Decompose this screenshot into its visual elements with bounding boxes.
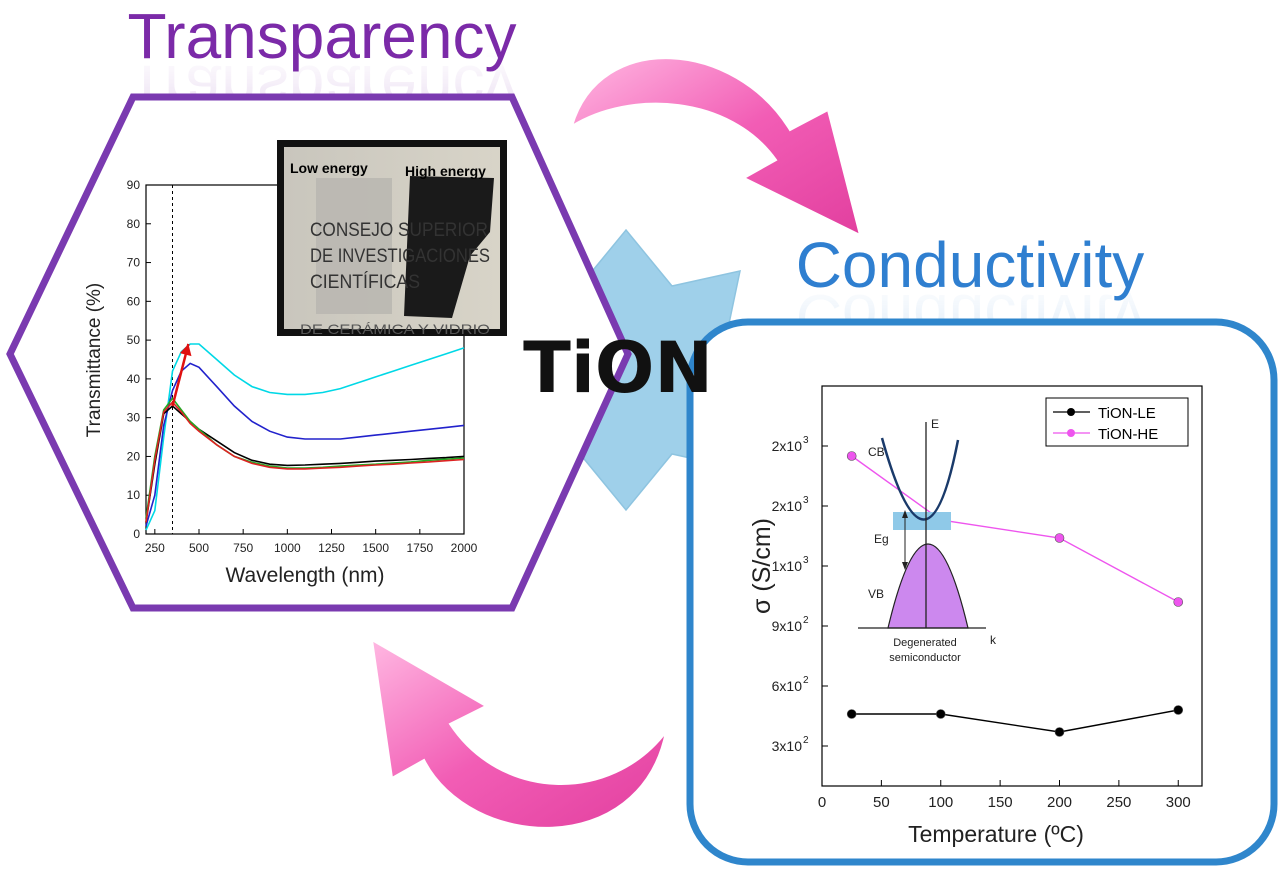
conductivity-heading: Conductivity	[796, 229, 1145, 301]
arrow-bottom-left	[370, 638, 667, 829]
photo-text-line-2: DE INVESTIGACIONES	[310, 246, 490, 267]
transmittance-ylabel: Transmittance (%)	[84, 283, 105, 438]
conductivity-ytick-exponent: 2	[803, 675, 809, 686]
transparency-heading: Transparency	[128, 0, 517, 72]
photo-text-line-1: CONSEJO SUPERIOR	[310, 220, 488, 241]
conductivity-ytick-exponent: 2	[803, 735, 809, 746]
low-energy-film	[316, 178, 392, 314]
conductivity-plot-frame	[821, 385, 1203, 787]
legend-marker-he	[1067, 429, 1075, 437]
transmittance-series-1	[145, 362, 465, 527]
conductivity-ytick-exponent: 3	[803, 495, 809, 506]
conductivity-point-le	[1054, 727, 1065, 737]
band-label-k: k	[990, 633, 997, 647]
conductivity-point-he	[1173, 597, 1184, 607]
band-label-cb: CB	[868, 445, 885, 459]
conductivity-xlabel: Temperature (ºC)	[908, 821, 1084, 847]
high-energy-film	[404, 176, 494, 318]
transmittance-series-3	[145, 396, 465, 519]
legend-label-le: TiON-LE	[1098, 405, 1156, 422]
conductivity-xtick-label: 300	[1166, 794, 1191, 811]
conductivity-series-le	[851, 709, 1179, 733]
conductivity-ytick-label: 1x10	[772, 558, 803, 574]
photo-text-line-3: CIENTÍFICAS	[310, 272, 420, 293]
transmittance-ytick-label: 30	[127, 411, 141, 425]
transmittance-xtick-label: 1250	[318, 541, 345, 555]
conductivity-ytick-exponent: 3	[803, 555, 809, 566]
transmittance-xtick-label: 1000	[274, 541, 301, 555]
bandgap-arrowhead-bottom	[902, 562, 908, 570]
transmittance-ytick-label: 20	[127, 449, 141, 463]
transmittance-xtick-label: 1750	[406, 541, 433, 555]
transmittance-xtick-label: 750	[233, 541, 253, 555]
legend-label-he: TiON-HE	[1098, 426, 1158, 443]
sample-photo-inset: Low energy High energy CONSEJO SUPERIOR …	[277, 140, 507, 337]
conductivity-xtick-label: 100	[928, 794, 953, 811]
photo-label-low-energy: Low energy	[290, 160, 368, 176]
conductivity-xtick-label: 150	[988, 794, 1013, 811]
red-trend-arrowhead	[179, 343, 192, 357]
conductivity-xtick-label: 200	[1047, 794, 1072, 811]
transmittance-xtick-label: 1500	[362, 541, 389, 555]
band-caption-2: semiconductor	[889, 652, 961, 664]
conductivity-ytick-exponent: 2	[803, 615, 809, 626]
conductivity-legend: TiON-LE TiON-HE	[1045, 397, 1189, 447]
conductivity-ytick-label: 2x10	[772, 498, 803, 514]
transmittance-series-0	[145, 343, 465, 531]
conductivity-ytick-label: 2x10	[772, 438, 803, 454]
bandgap-arrowhead-top	[902, 510, 908, 518]
conductivity-panel	[686, 318, 1278, 866]
transmittance-xtick-label: 2000	[451, 541, 478, 555]
transmittance-xtick-label: 250	[145, 541, 165, 555]
band-diagram-inset: E CB Eg VB k Degenerated semiconductor	[858, 417, 997, 664]
transmittance-series-2	[145, 404, 465, 523]
band-label-e: E	[931, 417, 939, 431]
band-caption-1: Degenerated	[893, 637, 957, 649]
transmittance-xtick-label: 500	[189, 541, 209, 555]
conductivity-point-le	[1173, 705, 1184, 715]
photo-label-high-energy: High energy	[405, 163, 486, 179]
arrow-top-right	[570, 57, 862, 237]
tion-label: TiON	[523, 327, 713, 409]
conductivity-point-he	[846, 451, 857, 461]
conductivity-ytick-label: 3x10	[772, 738, 803, 754]
transmittance-ytick-label: 0	[133, 527, 140, 541]
transmittance-ytick-label: 10	[127, 488, 141, 502]
transmittance-ytick-label: 50	[127, 333, 141, 347]
conductivity-ytick-label: 6x10	[772, 678, 803, 694]
conductivity-ytick-exponent: 3	[803, 435, 809, 446]
transmittance-ytick-label: 90	[127, 178, 141, 192]
transmittance-ytick-label: 60	[127, 294, 141, 308]
conductivity-point-he	[1054, 533, 1065, 543]
transmittance-ytick-label: 80	[127, 217, 141, 231]
band-label-vb: VB	[868, 587, 884, 601]
conductivity-point-le	[935, 709, 946, 719]
conduction-band-filled-states	[893, 512, 951, 530]
conductivity-xtick-label: 250	[1106, 794, 1131, 811]
conductivity-ytick-label: 9x10	[772, 618, 803, 634]
transmittance-ytick-label: 70	[127, 256, 141, 270]
transmittance-ytick-label: 40	[127, 372, 141, 386]
transmittance-series-4	[145, 401, 465, 523]
transmittance-xlabel: Wavelength (nm)	[225, 564, 384, 587]
conductivity-xtick-label: 0	[818, 794, 826, 811]
conduction-band-parabola	[880, 437, 960, 521]
conductivity-series-he	[851, 455, 1179, 603]
photo-text-line-4: DE CERÁMICA Y VIDRIO	[300, 321, 490, 337]
conductivity-ylabel: σ (S/cm)	[748, 518, 776, 614]
band-label-eg: Eg	[874, 532, 889, 546]
conductivity-point-le	[846, 709, 857, 719]
conductivity-xtick-label: 50	[873, 794, 890, 811]
legend-marker-le	[1067, 408, 1075, 416]
valence-band	[887, 543, 969, 629]
